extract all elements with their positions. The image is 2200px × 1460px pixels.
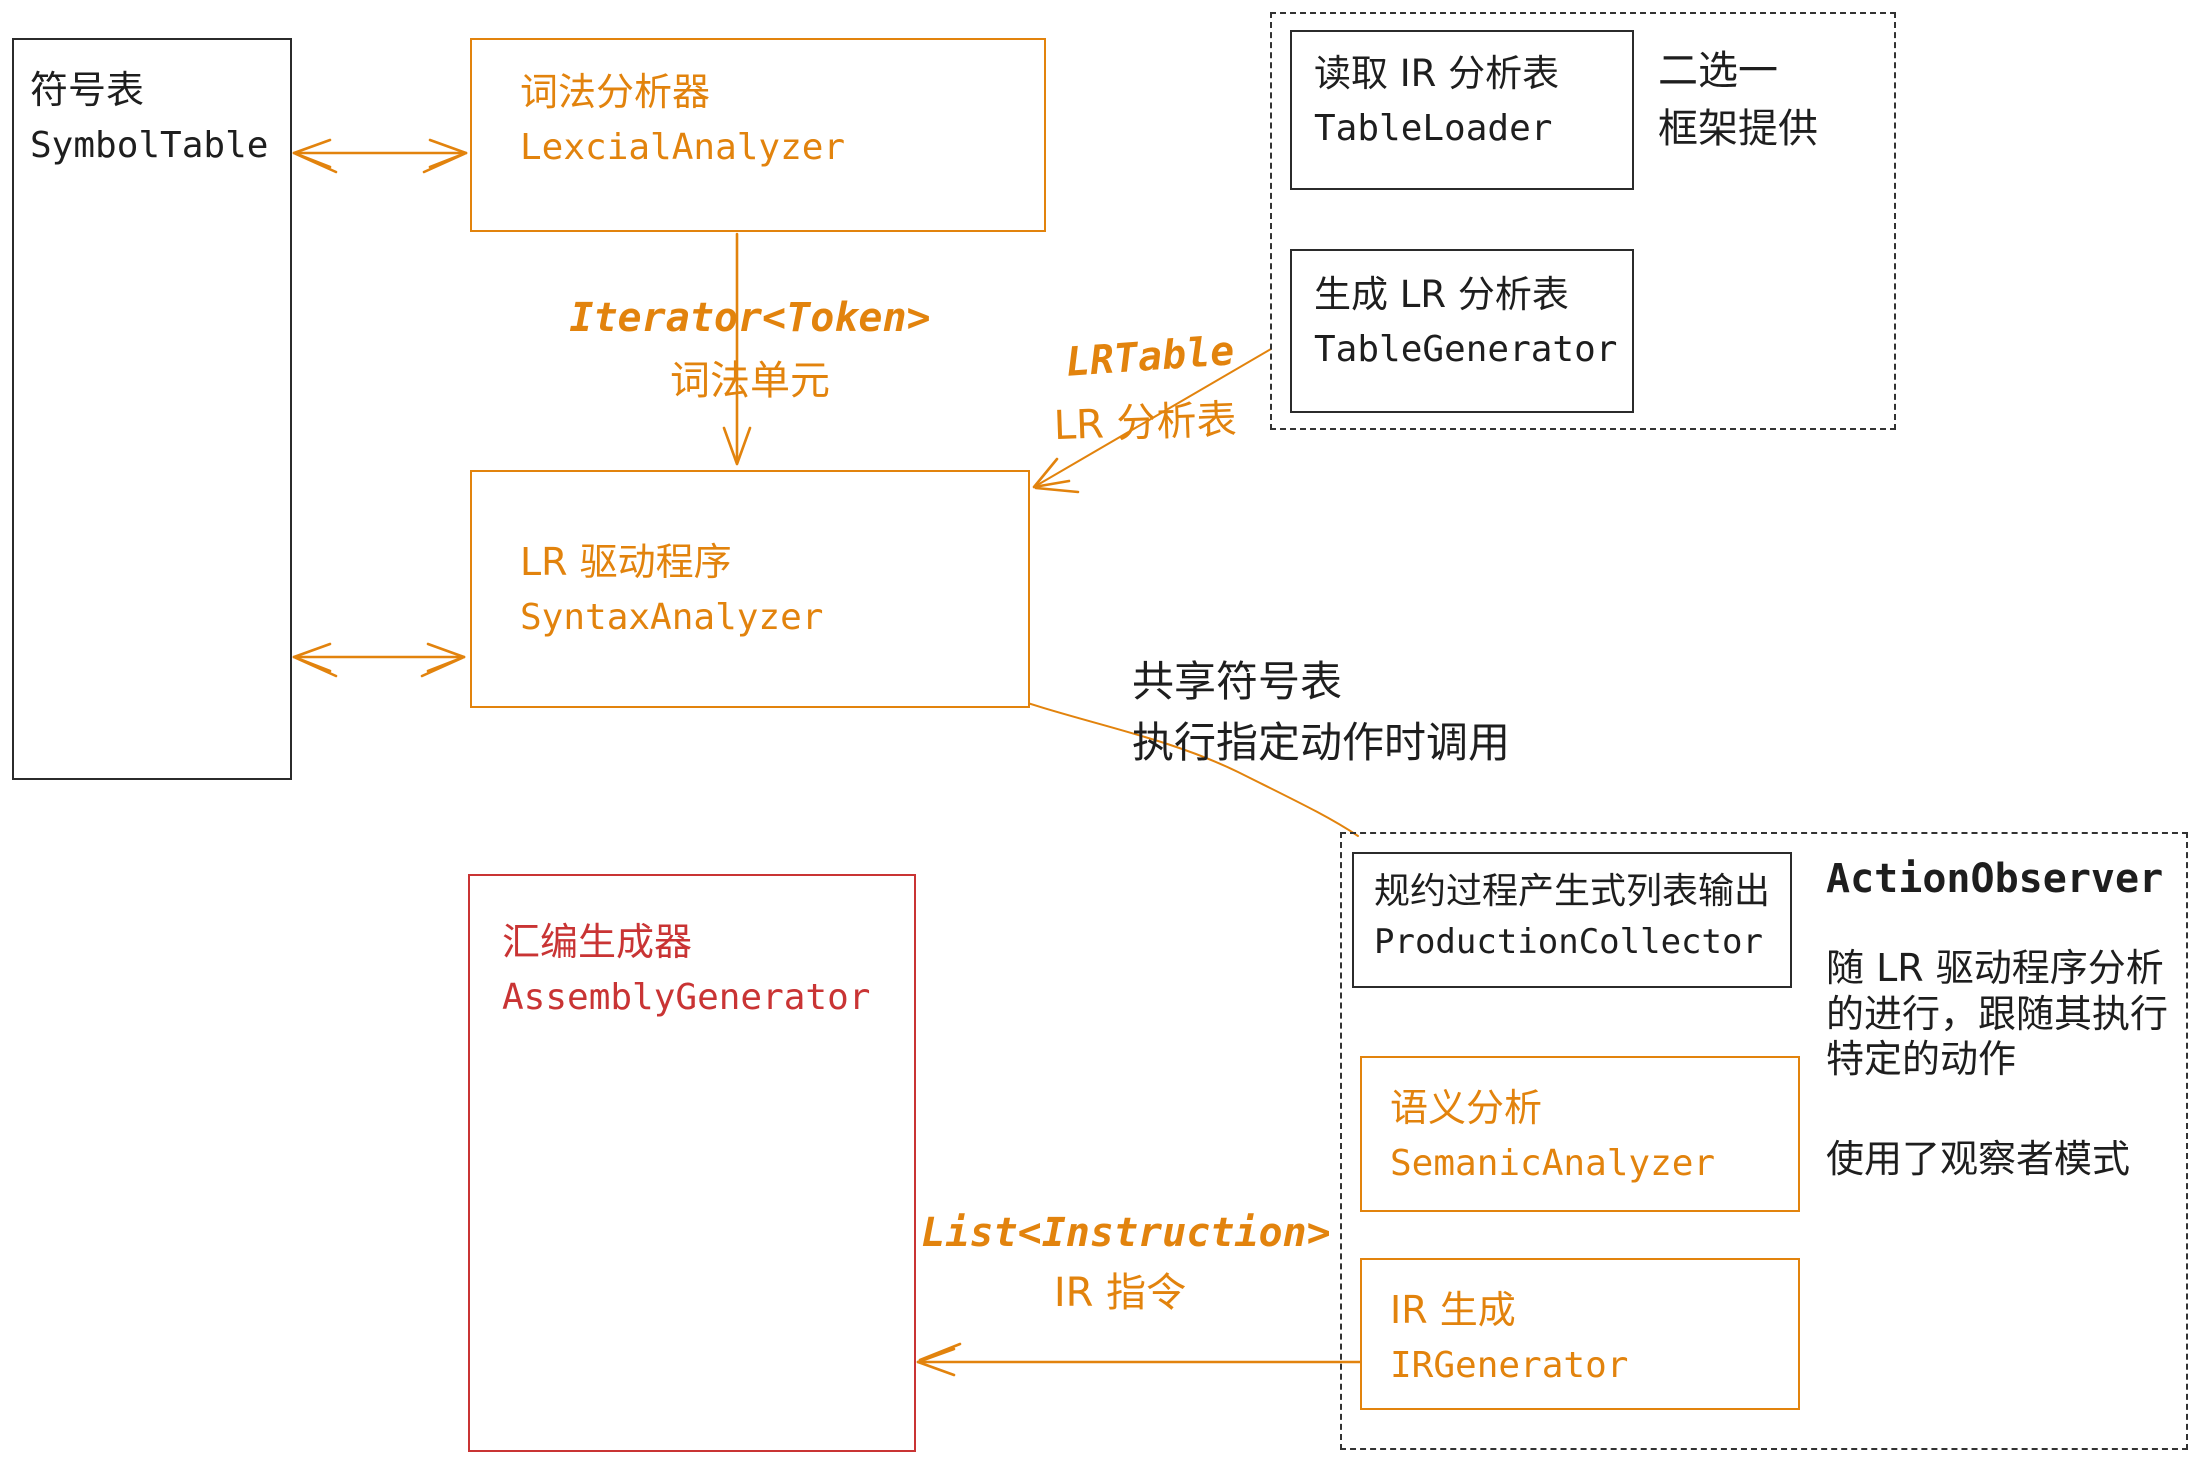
semantic-analyzer-title-en: SemanicAnalyzer bbox=[1390, 1143, 1716, 1184]
shared-symbol-note-line1: 共享符号表 bbox=[1132, 657, 1343, 706]
ir-generator-title-en: IRGenerator bbox=[1390, 1345, 1629, 1386]
lr-table-flow-label-zh: LR 分析表 bbox=[1052, 396, 1238, 450]
lr-table-flow-label-en: LRTable bbox=[1064, 328, 1236, 386]
assembly-generator-box: 汇编生成器 AssemblyGenerator bbox=[468, 874, 916, 1452]
token-flow-label-zh: 词法单元 bbox=[670, 358, 830, 404]
production-collector-box: 规约过程产生式列表输出 ProductionCollector bbox=[1352, 852, 1792, 988]
arrow-symboltable-syntax bbox=[292, 642, 466, 678]
symbol-table-title-zh: 符号表 bbox=[30, 68, 145, 112]
action-observer-title: ActionObserver bbox=[1826, 856, 2164, 902]
token-flow-label-en: Iterator<Token> bbox=[569, 295, 931, 341]
action-observer-note-line2: 的进行，跟随其执行 bbox=[1826, 991, 2169, 1036]
action-observer-note-line1: 随 LR 驱动程序分析 bbox=[1826, 946, 2164, 990]
arrow-symboltable-lexical bbox=[292, 138, 468, 174]
ir-generator-box: IR 生成 IRGenerator bbox=[1360, 1258, 1800, 1410]
action-observer-note-line4: 使用了观察者模式 bbox=[1826, 1137, 2131, 1181]
lexical-analyzer-box: 词法分析器 LexcialAnalyzer bbox=[470, 38, 1046, 232]
table-generator-box: 生成 LR 分析表 TableGenerator bbox=[1290, 249, 1634, 413]
assembly-generator-title-zh: 汇编生成器 bbox=[502, 920, 693, 964]
semantic-analyzer-title-zh: 语义分析 bbox=[1390, 1086, 1543, 1130]
lexical-analyzer-title-zh: 词法分析器 bbox=[520, 70, 711, 114]
table-loader-title-zh: 读取 IR 分析表 bbox=[1314, 52, 1560, 95]
symbol-table-title-en: SymbolTable bbox=[30, 125, 269, 166]
syntax-analyzer-title-zh: LR 驱动程序 bbox=[520, 540, 732, 584]
table-loader-box: 读取 IR 分析表 TableLoader bbox=[1290, 30, 1634, 190]
arrow-irgenerator-assembly bbox=[916, 1342, 1362, 1377]
production-collector-title-zh: 规约过程产生式列表输出 bbox=[1374, 871, 1771, 912]
ir-flow-label-en: List<Instruction> bbox=[921, 1210, 1331, 1256]
table-generator-title-zh: 生成 LR 分析表 bbox=[1314, 273, 1569, 316]
choice-note-line2: 框架提供 bbox=[1658, 106, 1818, 152]
syntax-analyzer-box: LR 驱动程序 SyntaxAnalyzer bbox=[470, 470, 1030, 708]
assembly-generator-title-en: AssemblyGenerator bbox=[502, 977, 871, 1018]
syntax-analyzer-title-en: SyntaxAnalyzer bbox=[520, 597, 824, 638]
table-loader-title-en: TableLoader bbox=[1314, 107, 1553, 149]
action-observer-note: 随 LR 驱动程序分析 的进行，跟随其执行 特定的动作 bbox=[1826, 946, 2196, 1083]
symbol-table-box: 符号表 SymbolTable bbox=[12, 38, 292, 780]
action-observer-group bbox=[1340, 832, 2188, 1450]
shared-symbol-note: 共享符号表 执行指定动作时调用 bbox=[1132, 652, 1510, 774]
choice-note: 二选一 框架提供 bbox=[1658, 42, 1818, 158]
lexical-analyzer-title-en: LexcialAnalyzer bbox=[520, 127, 846, 168]
table-source-group bbox=[1270, 12, 1896, 430]
ir-flow-label-zh: IR 指令 bbox=[1053, 1270, 1187, 1316]
action-observer-note-line3: 特定的动作 bbox=[1826, 1037, 2017, 1082]
table-generator-title-en: TableGenerator bbox=[1314, 328, 1618, 370]
choice-note-line1: 二选一 bbox=[1658, 48, 1778, 94]
semantic-analyzer-box: 语义分析 SemanicAnalyzer bbox=[1360, 1056, 1800, 1212]
ir-generator-title-zh: IR 生成 bbox=[1390, 1288, 1516, 1332]
shared-symbol-note-line2: 执行指定动作时调用 bbox=[1132, 717, 1511, 767]
production-collector-title-en: ProductionCollector bbox=[1374, 922, 1763, 963]
